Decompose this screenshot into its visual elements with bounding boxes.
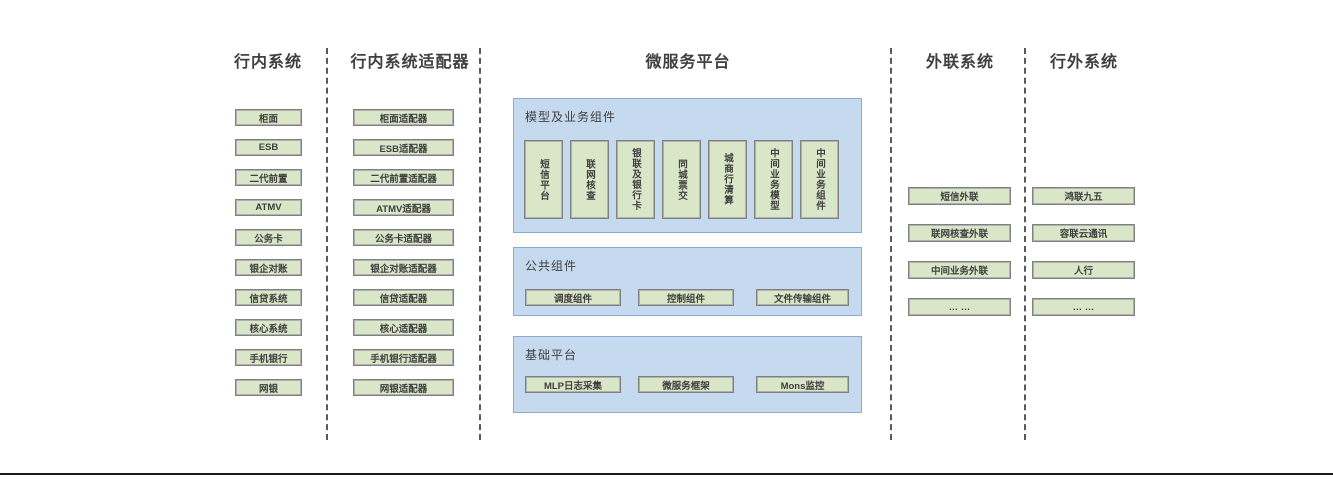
system-box: 公务卡	[235, 229, 302, 246]
system-box: 短信外联	[908, 187, 1011, 205]
column-divider	[890, 48, 892, 440]
internal-adapters-list: 柜面适配器 ESB适配器 二代前置适配器 ATMV适配器 公务卡适配器 银企对账…	[353, 109, 454, 396]
component-box: 同城票交	[662, 140, 701, 219]
panel-title: 基础平台	[525, 348, 578, 362]
system-box: 信贷系统	[235, 289, 302, 306]
column-header-outside-systems: 行外系统	[1049, 54, 1118, 71]
outside-systems-list: 鸿联九五 容联云通讯 人行 … …	[1032, 187, 1135, 316]
internal-systems-list: 柜面 ESB 二代前置 ATMV 公务卡 银企对账 信贷系统 核心系统 手机银行…	[235, 109, 302, 396]
component-box: 调度组件	[525, 289, 621, 306]
component-box: 控制组件	[638, 289, 734, 306]
adapter-box: 银企对账适配器	[353, 259, 454, 276]
system-box: 银企对账	[235, 259, 302, 276]
column-divider	[1024, 48, 1026, 440]
external-link-systems-list: 短信外联 联网核查外联 中间业务外联 … …	[908, 187, 1011, 316]
system-box: … …	[1032, 298, 1135, 316]
component-box: 中间业务组件	[800, 140, 839, 219]
adapter-box: ESB适配器	[353, 139, 454, 156]
component-box: 城商行清算	[708, 140, 747, 219]
system-box: 容联云通讯	[1032, 224, 1135, 242]
panel-common-components: 公共组件 调度组件 控制组件 文件传输组件	[513, 247, 862, 316]
system-box: 人行	[1032, 261, 1135, 279]
system-box: 联网核查外联	[908, 224, 1011, 242]
adapter-box: 手机银行适配器	[353, 349, 454, 366]
system-box: ATMV	[235, 199, 302, 216]
component-box: 联网核查	[570, 140, 609, 219]
adapter-box: 公务卡适配器	[353, 229, 454, 246]
bottom-rule	[0, 473, 1333, 475]
component-box: 微服务框架	[638, 376, 734, 393]
system-box: 手机银行	[235, 349, 302, 366]
system-box: 二代前置	[235, 169, 302, 186]
system-box: ESB	[235, 139, 302, 156]
column-header-external-link-systems: 外联系统	[925, 54, 994, 71]
system-box: 柜面	[235, 109, 302, 126]
column-header-microservice-platform: 微服务平台	[645, 54, 731, 71]
adapter-box: 网银适配器	[353, 379, 454, 396]
component-box: 文件传输组件	[756, 289, 849, 306]
panel-model-business-components: 模型及业务组件 短信平台 联网核查 银联及银行卡 同城票交 城商行清算 中间业务…	[513, 98, 862, 233]
component-box: Mons监控	[756, 376, 849, 393]
component-box: 短信平台	[524, 140, 563, 219]
system-box: 网银	[235, 379, 302, 396]
adapter-box: 信贷适配器	[353, 289, 454, 306]
component-box: 银联及银行卡	[616, 140, 655, 219]
adapter-box: 柜面适配器	[353, 109, 454, 126]
system-box: 中间业务外联	[908, 261, 1011, 279]
panel-base-platform: 基础平台 MLP日志采集 微服务框架 Mons监控	[513, 336, 862, 413]
component-box: MLP日志采集	[525, 376, 621, 393]
system-box: … …	[908, 298, 1011, 316]
system-box: 鸿联九五	[1032, 187, 1135, 205]
adapter-box: 二代前置适配器	[353, 169, 454, 186]
adapter-box: 核心适配器	[353, 319, 454, 336]
column-header-internal-adapters: 行内系统适配器	[350, 54, 470, 71]
panel-title: 模型及业务组件	[525, 110, 617, 124]
system-box: 核心系统	[235, 319, 302, 336]
column-divider	[326, 48, 328, 440]
component-box: 中间业务模型	[754, 140, 793, 219]
adapter-box: ATMV适配器	[353, 199, 454, 216]
column-divider	[479, 48, 481, 440]
column-header-internal-systems: 行内系统	[233, 54, 302, 71]
panel-title: 公共组件	[525, 259, 578, 273]
